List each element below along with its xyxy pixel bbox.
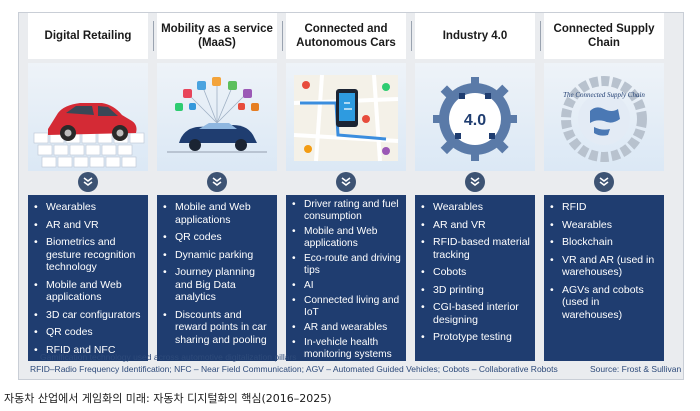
list-item: Blockchain <box>550 236 660 249</box>
chevron-down-icon <box>207 172 227 192</box>
list-item: AR and VR <box>421 219 531 232</box>
column-maas: Mobility as a service (MaaS) Mobile and … <box>153 13 277 367</box>
car-with-app-icons-icon <box>157 63 277 171</box>
list-item: Journey planning and Big Data analytics <box>163 266 273 304</box>
list-item: Driver rating and fuel consumption <box>292 199 402 223</box>
list-item: Mobile and Web applications <box>292 226 402 250</box>
technology-list: Wearables AR and VR Biometrics and gestu… <box>28 195 148 361</box>
list-item: Wearables <box>34 201 144 214</box>
supply-chain-ring-text: The Connected Supply Chain <box>563 91 645 99</box>
list-item: RFID <box>550 201 660 214</box>
list-item: Connected living and IoT <box>292 295 402 319</box>
technology-list: RFID Wearables Blockchain VR and AR (use… <box>544 195 664 361</box>
figure-caption: 자동차 산업에서 게임화의 미래: 자동차 디지털화의 핵심(2016–2025… <box>4 392 332 405</box>
technology-list: Mobile and Web applications QR codes Dyn… <box>157 195 277 361</box>
list-item: RFID-based material tracking <box>421 236 531 261</box>
industry-badge-text: 4.0 <box>464 112 486 129</box>
source-note: Source: Frost & Sullivan <box>590 364 682 374</box>
list-item: Dynamic parking <box>163 249 273 262</box>
list-item: AGVs and cobots (used in warehouses) <box>550 284 660 322</box>
column-title: Mobility as a service (MaaS) <box>153 13 277 59</box>
legend-swatch <box>30 353 37 361</box>
column-connected-cars: Connected and Autonomous Cars Driver rat… <box>282 13 406 367</box>
column-industry-4: Industry 4.0 4.0 Wearables AR and VR <box>411 13 535 367</box>
car-on-keyboard-icon <box>28 63 148 171</box>
list-item: QR codes <box>163 231 273 244</box>
list-item: 3D car configurators <box>34 309 144 322</box>
column-title: Industry 4.0 <box>411 13 535 59</box>
list-item: RFID and NFC <box>34 344 144 357</box>
abbreviations-note: RFID–Radio Frequency Identification; NFC… <box>30 364 558 374</box>
chevron-down-icon <box>465 172 485 192</box>
column-title: Digital Retailing <box>28 13 148 59</box>
column-supply-chain: Connected Supply Chain The Connected Sup… <box>540 13 664 367</box>
list-item: AR and wearables <box>292 322 402 334</box>
list-item: QR codes <box>34 326 144 339</box>
technology-list: Driver rating and fuel consumption Mobil… <box>286 195 406 361</box>
list-item: CGI-based interior designing <box>421 301 531 326</box>
map-with-phone-icon <box>286 63 406 171</box>
list-item: Eco-route and driving tips <box>292 253 402 277</box>
column-title: Connected Supply Chain <box>540 13 664 59</box>
chevron-down-icon <box>336 172 356 192</box>
list-item: Wearables <box>550 219 660 232</box>
list-item: Biometrics and gesture recognition techn… <box>34 236 144 274</box>
list-item: In-vehicle health monitoring systems <box>292 337 402 361</box>
list-item: Cobots <box>421 266 531 279</box>
list-item: Mobile and Web applications <box>163 201 273 226</box>
list-item: Mobile and Web applications <box>34 279 144 304</box>
list-item: 3D printing <box>421 284 531 297</box>
column-digital-retailing: Digital Retailing Wearables AR and VR <box>28 13 148 367</box>
list-item: VR and AR (used in warehouses) <box>550 254 660 279</box>
list-item: Discounts and reward points in car shari… <box>163 309 273 347</box>
chevron-down-icon <box>594 172 614 192</box>
chevron-down-icon <box>78 172 98 192</box>
list-item: AI <box>292 280 402 292</box>
list-item: AR and VR <box>34 219 144 232</box>
gear-industry-icon: 4.0 <box>415 63 535 171</box>
technology-list: Wearables AR and VR RFID-based material … <box>415 195 535 361</box>
infographic-frame: Digital Retailing Wearables AR and VR <box>18 12 684 380</box>
column-title: Connected and Autonomous Cars <box>282 13 406 59</box>
legend: Gamification technology used across auto… <box>30 352 297 362</box>
legend-label: Gamification technology used across auto… <box>40 352 297 362</box>
list-item: Wearables <box>421 201 531 214</box>
chain-globe-icon: The Connected Supply Chain <box>544 63 664 171</box>
list-item: Prototype testing <box>421 331 531 344</box>
